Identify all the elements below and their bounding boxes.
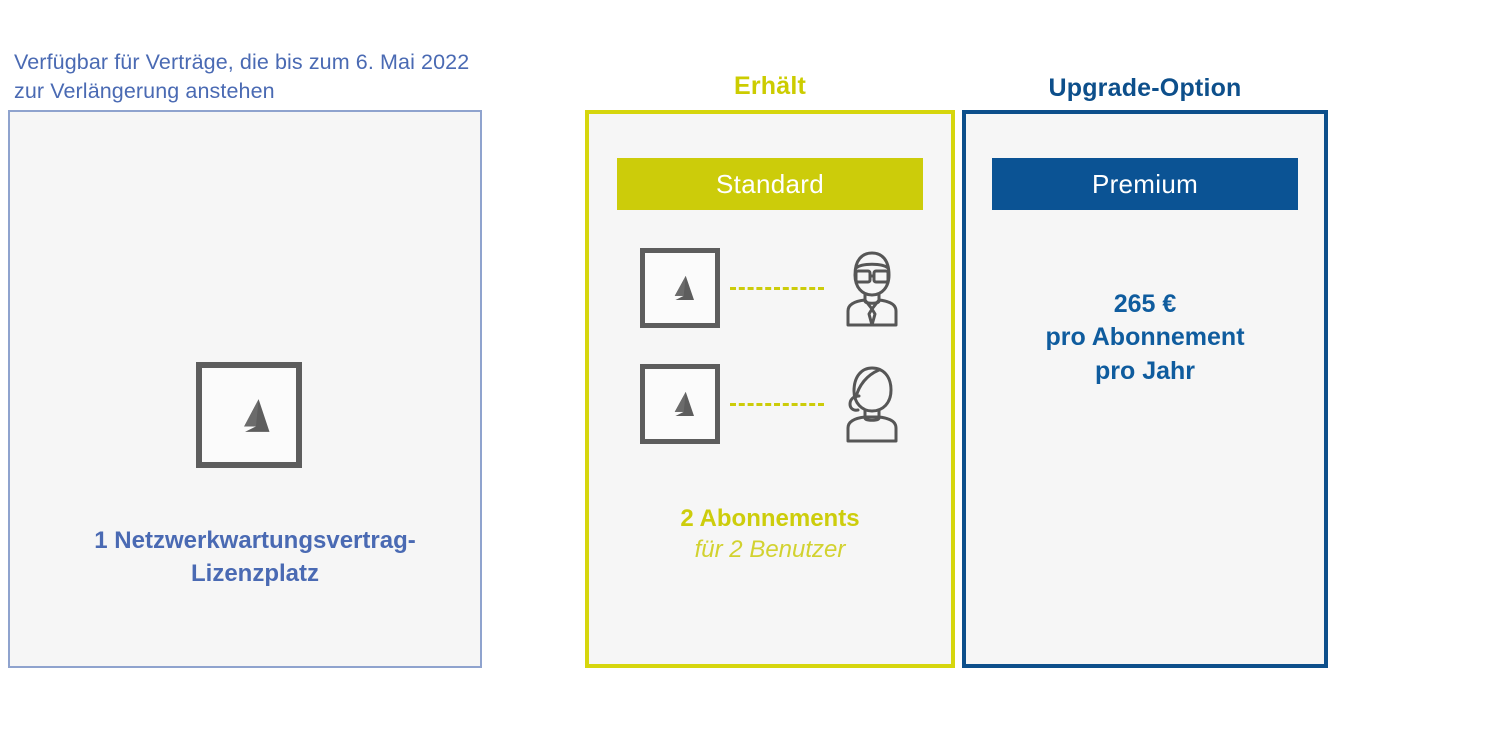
upgrade-column-header: Upgrade-Option	[1048, 74, 1242, 102]
entitlement-panel: 1 Netzwerkwartungsvertrag-Lizenzplatz	[8, 110, 482, 668]
tier-badge-standard[interactable]: Standard	[617, 158, 923, 210]
intro-caption: Verfügbar für Verträge, die bis zum 6. M…	[14, 50, 470, 103]
price-unit: pro Abonnement	[1045, 323, 1245, 352]
person-long-hair-icon	[834, 363, 910, 445]
autodesk-a-icon	[640, 364, 720, 444]
price-period: pro Jahr	[1094, 356, 1196, 385]
receives-caption-bold: 2 Abonnements	[680, 505, 860, 532]
dashed-connector	[730, 286, 824, 290]
autodesk-a-icon	[640, 248, 720, 328]
entitlement-caption: 1 Netzwerkwartungsvertrag-Lizenzplatz	[94, 527, 416, 587]
person-with-glasses-icon	[834, 247, 910, 329]
receives-caption-italic: für 2 Benutzer	[694, 536, 846, 564]
dashed-connector	[730, 402, 824, 406]
subscription-row	[640, 363, 910, 445]
receives-column-header: Erhält	[733, 72, 807, 100]
receives-caption: 2 Abonnements für 2 Benutzer	[600, 503, 940, 567]
tier-badge-premium[interactable]: Premium	[992, 158, 1298, 210]
subscription-row	[640, 247, 910, 329]
autodesk-a-icon	[196, 362, 302, 468]
upgrade-price-block: 265 € pro Abonnement pro Jahr	[975, 288, 1315, 388]
price-amount: 265 €	[1113, 290, 1177, 318]
